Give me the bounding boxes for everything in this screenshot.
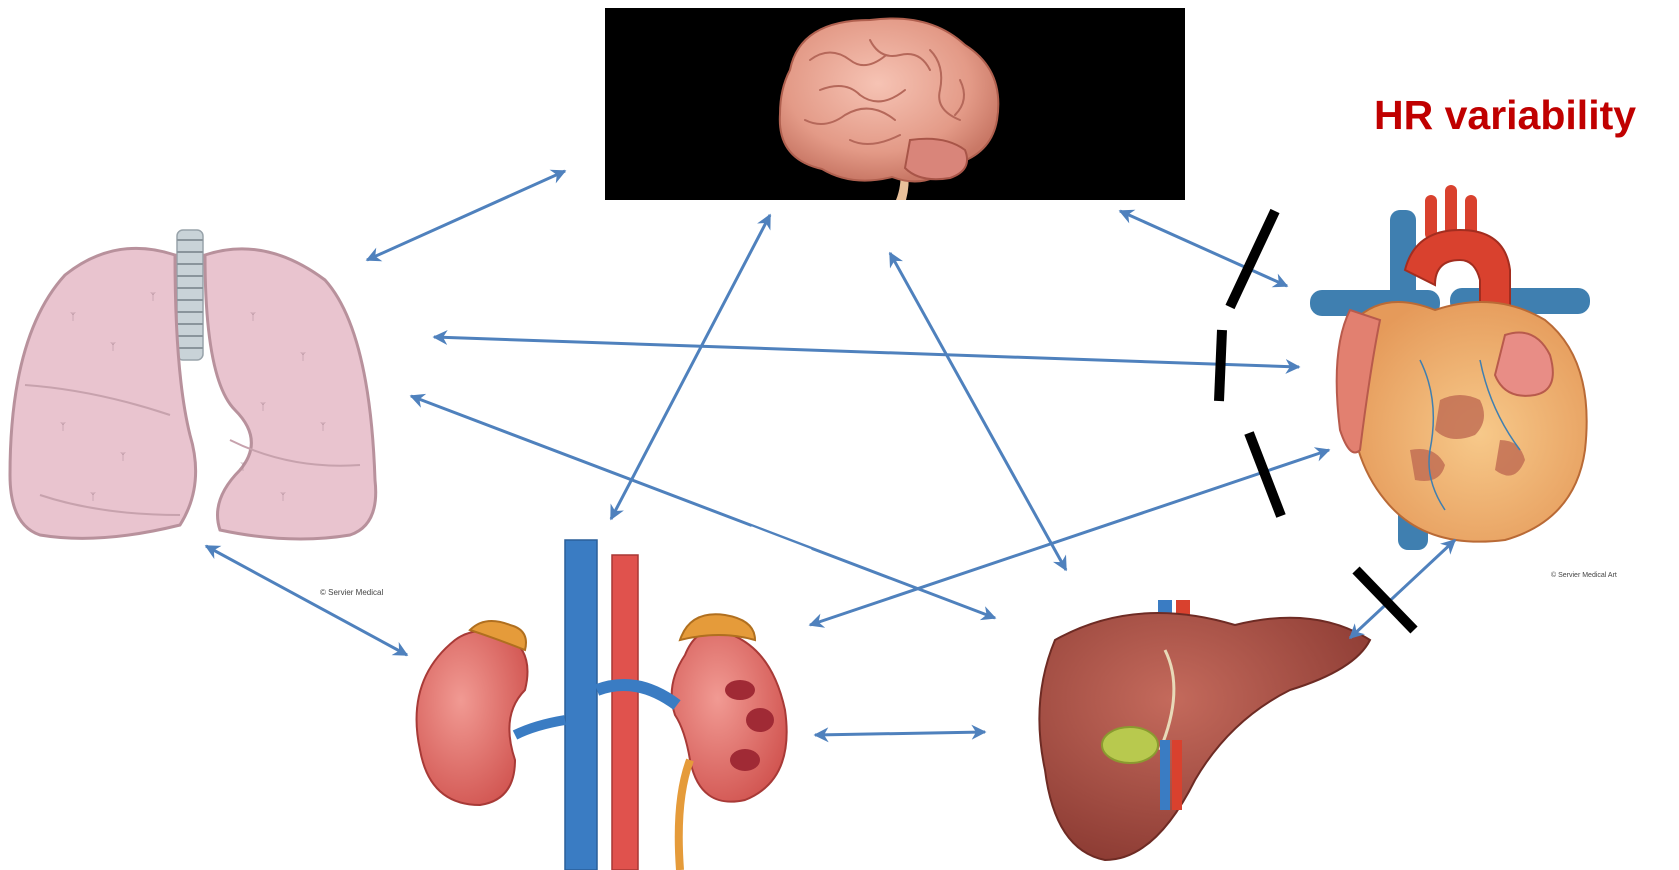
arrow-lungs-heart — [434, 337, 1299, 367]
gallbladder — [1102, 727, 1158, 763]
arrow-kidneys-liver — [815, 732, 985, 735]
aorta — [612, 555, 638, 870]
svg-text:ᛉ: ᛉ — [90, 492, 96, 503]
heart-image — [1310, 185, 1590, 550]
arrow-lungs-liver — [411, 396, 995, 618]
liver-image — [1039, 600, 1370, 860]
arrow-lungs-brain — [367, 171, 565, 260]
lungs-credit: © Servier Medical — [320, 588, 383, 597]
blocker-lungs-heart — [1219, 330, 1222, 401]
right-renal-vein — [515, 720, 565, 735]
vena-cava — [565, 540, 597, 870]
right-lung — [10, 248, 196, 538]
ureter — [679, 760, 690, 870]
kidneys-image — [417, 540, 787, 870]
svg-text:ᛉ: ᛉ — [150, 292, 156, 303]
hepatic-artery — [1172, 740, 1182, 810]
liver-lobes — [1039, 613, 1370, 860]
svg-text:ᛉ: ᛉ — [120, 452, 126, 463]
svg-text:ᛉ: ᛉ — [60, 422, 66, 433]
arrow-brain-kidneys — [611, 215, 770, 519]
blocker-brain-heart — [1230, 211, 1275, 307]
portal-vein — [1160, 740, 1170, 810]
trachea — [177, 230, 203, 360]
hr-variability-label: HR variability — [1374, 92, 1636, 139]
heart-credit: © Servier Medical Art — [1551, 572, 1617, 579]
blocker-liver-heart — [1356, 570, 1414, 630]
svg-text:ᛉ: ᛉ — [70, 312, 76, 323]
arrow-lungs-kidneys — [206, 546, 407, 655]
brain-image — [605, 8, 1185, 200]
cerebellum — [905, 139, 967, 180]
left-lung — [205, 249, 376, 539]
svg-text:ᛉ: ᛉ — [260, 402, 266, 413]
aortic-branch-2 — [1445, 185, 1457, 235]
arrow-brain-liver — [890, 253, 1066, 570]
lungs-image: ᛉ ᛉ ᛉ ᛉ ᛉ ᛉ ᛉ ᛉ ᛉ ᛉ ᛉ ᛉ — [10, 230, 376, 539]
arrow-kidneys-heart — [810, 450, 1329, 625]
svg-text:ᛉ: ᛉ — [320, 422, 326, 433]
svg-text:ᛉ: ᛉ — [300, 352, 306, 363]
svg-text:ᛉ: ᛉ — [280, 492, 286, 503]
right-kidney — [417, 631, 528, 805]
arrow-gap — [750, 530, 810, 553]
svg-text:ᛉ: ᛉ — [240, 462, 246, 473]
svg-text:ᛉ: ᛉ — [110, 342, 116, 353]
svg-text:ᛉ: ᛉ — [250, 312, 256, 323]
